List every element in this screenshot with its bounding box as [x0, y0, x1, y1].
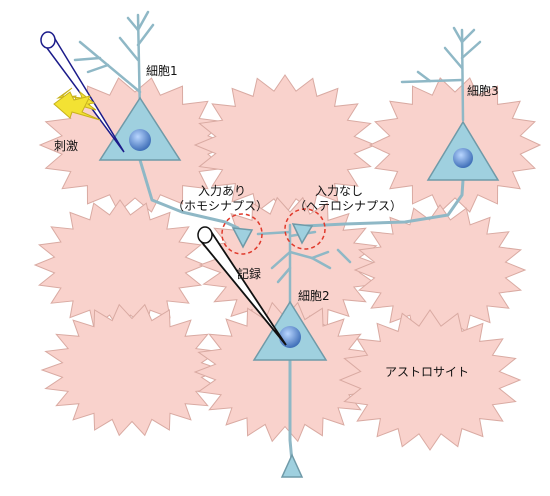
neuron-processes [73, 10, 482, 464]
heterosynapse-bouton [291, 223, 314, 245]
astrocyte-4 [33, 199, 207, 331]
astrocyte-9 [338, 309, 522, 451]
cell3-label: 細胞3 [467, 84, 499, 98]
astrocyte-8 [193, 301, 377, 443]
cell2-axon-terminal [280, 453, 304, 478]
heterosynaptic-label: （ヘテロシナプス） [294, 199, 402, 213]
input-absent-label: 入力なし [315, 184, 363, 198]
homosynaptic-label: （ホモシナプス） [172, 199, 268, 213]
input-present-label: 入力あり [198, 184, 246, 198]
heterosynapse-marker [284, 208, 326, 250]
recording-label: 記録 [237, 266, 261, 281]
homosynapse-marker [221, 213, 263, 255]
lightning-bolt-shape [53, 91, 101, 121]
cell2-label: 細胞2 [298, 289, 330, 303]
astrocyte-label: アストロサイト [385, 365, 469, 379]
astrocyte-2 [193, 74, 377, 216]
astrocyte-7 [40, 303, 224, 437]
cell1-label: 細胞1 [146, 64, 178, 78]
recording-electrode [197, 226, 287, 346]
cell3-axon [303, 178, 465, 228]
cell1-axon [138, 158, 240, 230]
homosynapse-bouton [231, 227, 254, 249]
astrocyte-6 [353, 204, 527, 336]
cell2-soma [252, 300, 328, 361]
stimulus-label: 刺激 [54, 139, 78, 153]
cell3-soma [426, 120, 500, 181]
cell3-dendrites [400, 26, 482, 122]
